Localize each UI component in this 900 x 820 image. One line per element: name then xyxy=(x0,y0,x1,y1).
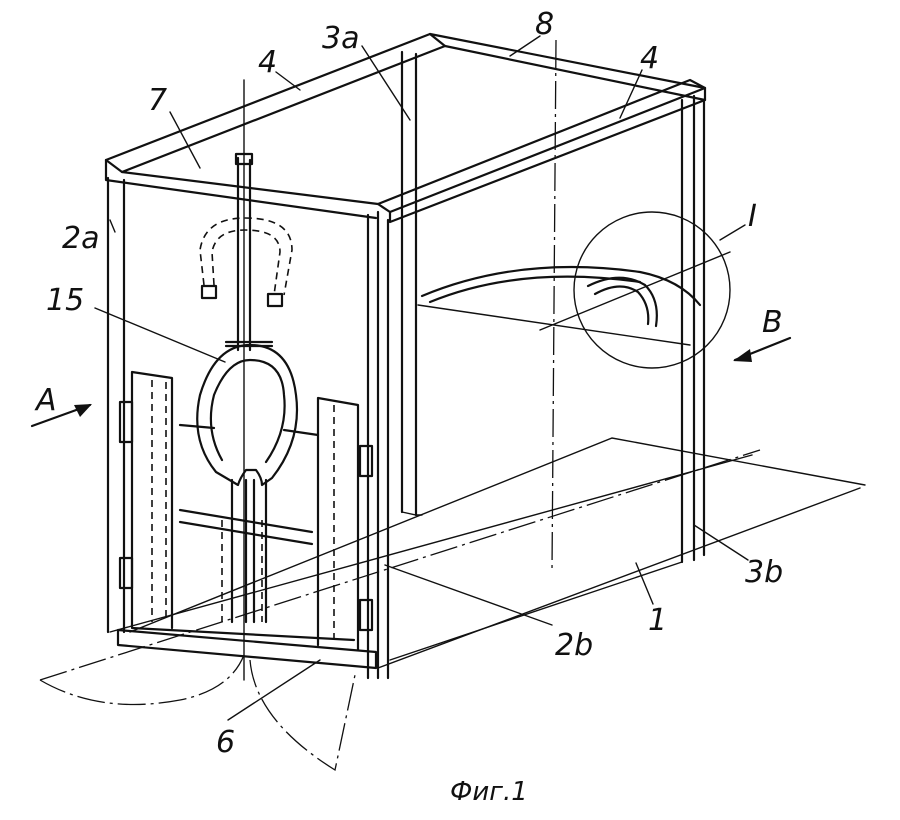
dashed-upper-loop xyxy=(199,217,293,308)
label-15: 15 xyxy=(46,283,84,318)
label-3a: 3a xyxy=(322,21,359,56)
top-frame xyxy=(104,32,707,224)
swing-arcs xyxy=(39,654,356,772)
label-8: 8 xyxy=(535,7,554,42)
label-2b: 2b xyxy=(555,628,593,663)
frame-posts xyxy=(106,50,706,680)
label-7: 7 xyxy=(148,83,167,118)
figure-caption: Фиг.1 xyxy=(450,777,528,807)
floor-plane xyxy=(39,437,866,681)
leader-lines xyxy=(94,35,749,721)
label-3b: 3b xyxy=(745,555,783,590)
label-4-left: 4 xyxy=(258,45,277,80)
label-6: 6 xyxy=(216,725,235,760)
label-B: B xyxy=(762,305,783,340)
view-arrows xyxy=(30,336,792,428)
label-2a: 2a xyxy=(62,221,99,256)
label-I: I xyxy=(748,199,757,234)
label-1: 1 xyxy=(648,603,667,638)
label-4-right: 4 xyxy=(640,41,659,76)
detail-I xyxy=(417,39,731,571)
label-A: A xyxy=(34,383,57,418)
reference-labels: 7 4 3a 8 4 2a 15 I B A 3b 2b 1 6 xyxy=(34,7,783,760)
gate-frame xyxy=(116,370,378,670)
neck-loop-assembly xyxy=(178,79,320,681)
